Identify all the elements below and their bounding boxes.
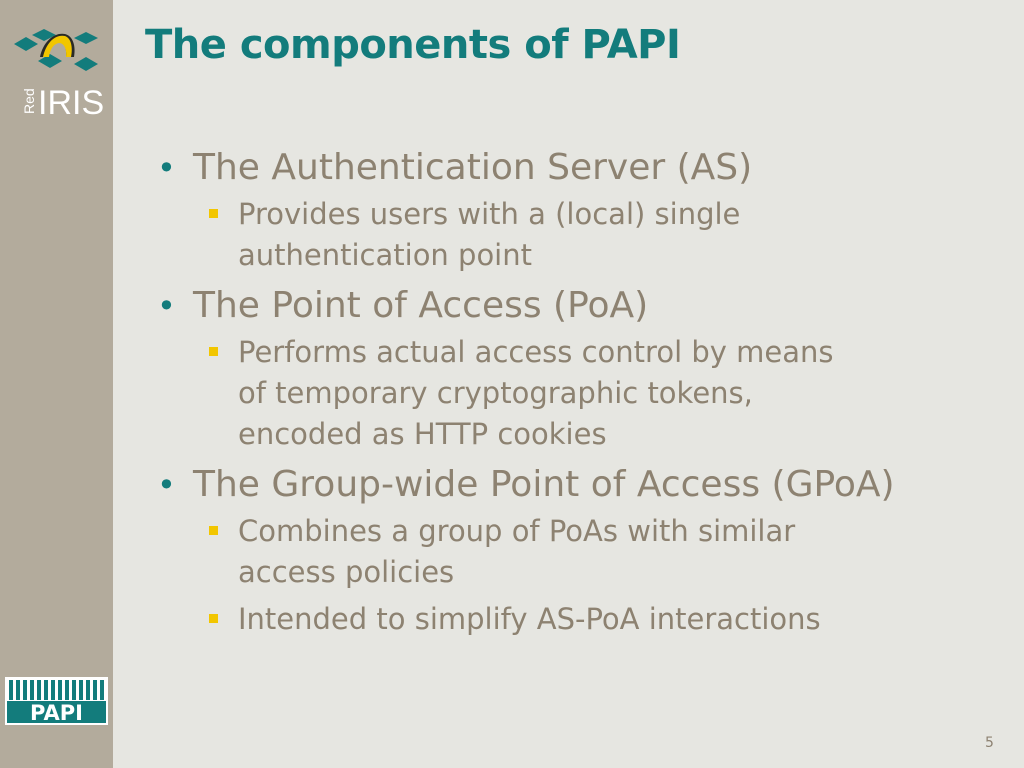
logo-diamond-top — [32, 29, 56, 41]
slide-content: • The Authentication Server (AS) Provide… — [155, 144, 1005, 646]
bullet-dot-icon: • — [157, 149, 176, 187]
bullet-item: • The Authentication Server (AS) — [155, 144, 1005, 192]
bullet-dot-icon: • — [157, 287, 176, 325]
logo-diamond-right — [74, 32, 98, 44]
sub-bullet-line: Provides users with a (local) single — [238, 197, 741, 231]
bullet-dot-icon: • — [157, 466, 176, 504]
papi-logo-stripes — [9, 680, 104, 700]
sub-bullet-line: encoded as HTTP cookies — [238, 417, 607, 451]
logo-arc — [43, 35, 72, 57]
logo-diamond-bottom — [74, 57, 98, 71]
logo-diamond-lower — [38, 54, 62, 68]
sub-bullet-item: Intended to simplify AS-PoA interactions — [155, 599, 1005, 640]
logo-brand-small: Red — [21, 88, 37, 114]
papi-logo-text: PAPI — [30, 701, 83, 725]
sub-bullet-line: authentication point — [238, 238, 532, 272]
bullet-item: • The Point of Access (PoA) — [155, 282, 1005, 330]
bullet-item-text: The Group-wide Point of Access (GPoA) — [193, 464, 895, 505]
logo-diamond-left — [14, 37, 38, 51]
sub-bullet-item: Provides users with a (local) single aut… — [155, 194, 1005, 276]
sub-bullet-item: Performs actual access control by means … — [155, 332, 1005, 455]
sub-bullet-line: of temporary cryptographic tokens, — [238, 376, 753, 410]
bullet-item-text: The Point of Access (PoA) — [193, 285, 649, 326]
square-bullet-icon — [209, 347, 218, 356]
square-bullet-icon — [209, 209, 218, 218]
sub-bullet-line: Intended to simplify AS-PoA interactions — [238, 602, 821, 636]
sub-bullet-item: Combines a group of PoAs with similar ac… — [155, 511, 1005, 593]
rediris-logo: Red IRIS — [14, 29, 104, 118]
square-bullet-icon — [209, 526, 218, 535]
papi-logo: PAPI — [5, 677, 108, 725]
sub-bullet-line: access policies — [238, 555, 455, 589]
logo-brand-large: IRIS — [38, 84, 104, 118]
slide-number: 5 — [985, 735, 994, 751]
bullet-item: • The Group-wide Point of Access (GPoA) — [155, 461, 1005, 509]
sub-bullet-line: Combines a group of PoAs with similar — [238, 514, 796, 548]
square-bullet-icon — [209, 614, 218, 623]
slide-title: The components of PAPI — [145, 22, 681, 68]
sub-bullet-line: Performs actual access control by means — [238, 335, 834, 369]
sidebar: Red IRIS PAPI — [0, 0, 113, 768]
bullet-item-text: The Authentication Server (AS) — [193, 147, 753, 188]
